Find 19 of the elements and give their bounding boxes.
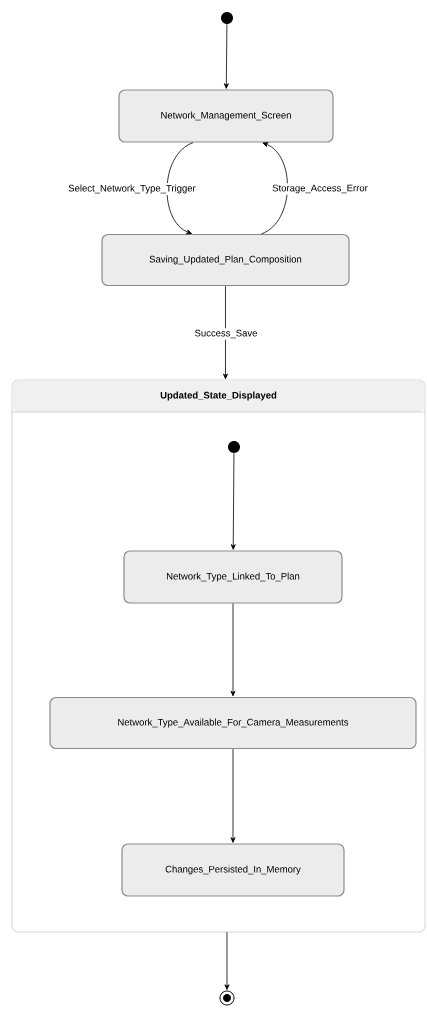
arrow xyxy=(261,142,288,235)
state-box: Saving_Updated_Plan_Composition xyxy=(101,233,350,287)
arrow xyxy=(230,748,236,843)
initial-state xyxy=(221,12,233,24)
state-box: Network_Management_Screen xyxy=(118,89,334,143)
arrow xyxy=(223,285,228,380)
state-box: Changes_Persisted_In_Memory xyxy=(121,843,345,897)
arrow xyxy=(166,142,194,235)
edge-label: Select_Network_Type_Trigger xyxy=(66,183,198,195)
arrow xyxy=(224,931,230,990)
arrow xyxy=(230,603,236,697)
edge-label: Storage_Access_Error xyxy=(270,183,370,195)
state-box: Network_Type_Available_For_Camera_Measurements xyxy=(49,696,417,750)
state-box: Network_Type_Linked_To_Plan xyxy=(123,550,343,604)
final-state xyxy=(219,990,235,1006)
arrow xyxy=(223,23,229,89)
arrow xyxy=(230,452,236,550)
initial-state xyxy=(228,441,240,453)
edge-label: Success_Save xyxy=(193,328,259,340)
